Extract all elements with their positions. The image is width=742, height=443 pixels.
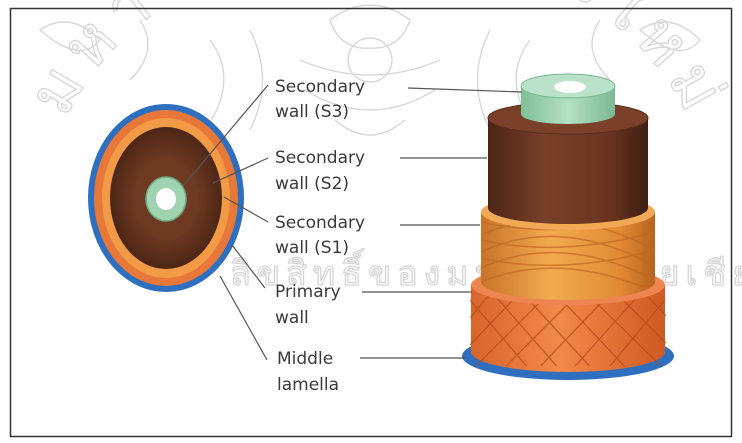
cross-section xyxy=(88,104,244,292)
cylinder-lumen xyxy=(554,81,586,93)
layered-cylinder xyxy=(462,74,674,380)
cross-section-lumen xyxy=(156,188,176,210)
cylinder-s3-wall xyxy=(521,74,615,124)
